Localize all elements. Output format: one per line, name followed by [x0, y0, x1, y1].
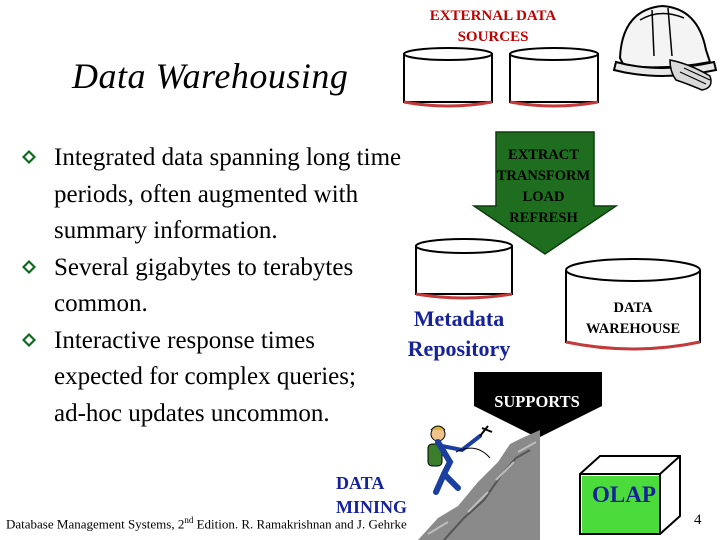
bullet-text: Integrated data spanning long time perio…: [54, 144, 402, 244]
diamond-bullet-icon: [22, 259, 36, 274]
hard-hat-icon: [612, 4, 718, 91]
footer-citation: Database Management Systems, 2nd Edition…: [6, 515, 407, 532]
warehouse-cylinder-icon: [565, 258, 701, 351]
olap-box-shape: [579, 455, 681, 535]
data-warehouse-label: DATA WAREHOUSE: [585, 300, 681, 337]
bullet-text: Interactive response times expected for …: [54, 326, 356, 427]
etl-step-extract: EXTRACT: [508, 147, 579, 163]
supports-label: SUPPORTS: [494, 392, 580, 411]
etl-step-refresh: REFRESH: [509, 210, 578, 226]
bullet-text: Several gigabytes to terabytes common.: [54, 253, 354, 318]
etl-step-load: LOAD: [522, 189, 565, 205]
page-title: Data Warehousing: [72, 56, 349, 96]
external-sources-label: EXTERNAL DATA SOURCES: [429, 8, 557, 45]
data-mining-text: DATA MINING: [336, 473, 407, 517]
etl-arrow-shape: [471, 131, 619, 255]
bullet-item: Several gigabytes to terabytes common.: [22, 250, 402, 323]
data-mining-label: DATA MINING: [336, 471, 426, 519]
diamond-bullet-icon: [22, 150, 36, 164]
metadata-repository-label: Metadata Repository: [407, 306, 511, 361]
bullet-item: Interactive response times expected for …: [22, 323, 384, 433]
etl-arrow-label: EXTRACT TRANSFORM LOAD REFRESH: [476, 145, 611, 229]
footer-sup: nd: [184, 515, 194, 525]
metadata-cylinder-icon: [415, 238, 513, 300]
bullet-item: Integrated data spanning long time perio…: [22, 140, 402, 250]
external-source-cylinder: [403, 47, 493, 108]
etl-step-transform: TRANSFORM: [496, 168, 591, 184]
mountain-climber-icon: [418, 425, 540, 540]
olap-label: OLAP: [592, 482, 656, 507]
supports-arrow-shape: [474, 372, 602, 438]
diamond-bullet-icon: [22, 332, 36, 347]
footer-prefix: Database Management Systems, 2: [6, 516, 185, 532]
bullet-list: Integrated data spanning long time perio…: [22, 140, 402, 432]
page-number: 4: [694, 512, 702, 528]
footer-suffix: Edition. R. Ramakrishnan and J. Gehrke: [193, 516, 407, 532]
external-sources-icons: [403, 47, 599, 108]
external-source-cylinder: [509, 47, 599, 108]
